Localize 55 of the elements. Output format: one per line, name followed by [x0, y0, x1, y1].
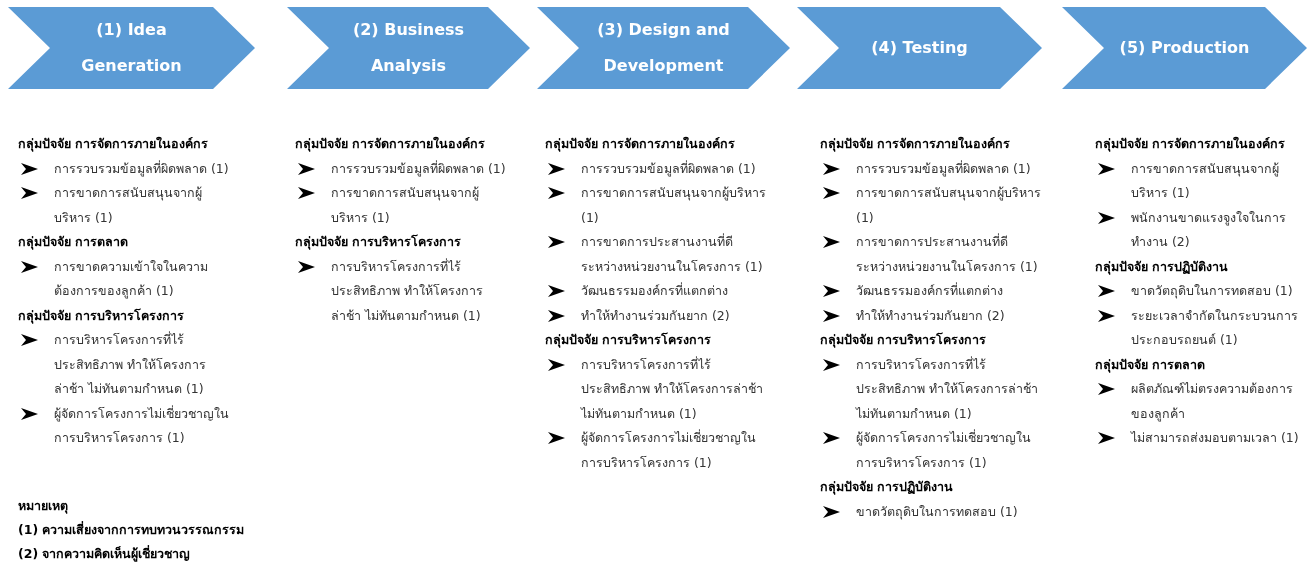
stage-title: (5) Production	[1118, 37, 1251, 59]
risk-factor-item: ผู้จัดการโครงการไม่เชี่ยวชาญในการบริหารโครงการ (1)	[54, 404, 230, 447]
factor-group-heading: กลุ่มปัจจัย การบริหารโครงการ	[295, 233, 463, 252]
stage-title: (1) Idea Generation	[80, 19, 183, 77]
risk-factor-item: วัฒนธรรมองค์กรที่แตกต่าง	[581, 281, 729, 300]
risk-factor-item: การขาดการประสานงานที่ดีระหว่างหน่วยงานในโครงการ (1)	[856, 232, 1039, 276]
risk-factor-item: การบริหารโครงการที่ไร้ประสิทธิภาพ ทำให้โครงการล่าช้า ไม่ทันตามกำหนด (1)	[54, 330, 207, 398]
risk-factor-item: การรวบรวมข้อมูลที่ผิดพลาด (1)	[331, 159, 507, 179]
factor-group-heading: กลุ่มปัจจัย การจัดการภายในองค์กร	[545, 135, 737, 154]
risk-factor-item: การรวบรวมข้อมูลที่ผิดพลาด (1)	[581, 159, 757, 179]
risk-factor-item: ทำให้ทำงานร่วมกันยาก (2)	[856, 306, 1006, 325]
risk-factor-item: การบริหารโครงการที่ไร้ประสิทธิภาพ ทำให้โครงการล่าช้า ไม่ทันตามกำหนด (1)	[331, 257, 484, 325]
risk-factor-item: ขาดวัตถุดิบในการทดสอบ (1)	[1131, 282, 1294, 301]
stage-title: (3) Design and Development	[596, 19, 731, 77]
factor-group-heading: กลุ่มปัจจัย การจัดการภายในองค์กร	[295, 135, 487, 154]
risk-factor-item: ทำให้ทำงานร่วมกันยาก (2)	[581, 306, 731, 325]
risk-factor-item: ไม่สามารถส่งมอบตามเวลา (1)	[1131, 429, 1300, 447]
note-text: หมายเหตุ	[18, 497, 68, 516]
risk-factor-item: ขาดวัตถุดิบในการทดสอบ (1)	[856, 502, 1019, 522]
risk-factor-item: วัฒนธรรมองค์กรที่แตกต่าง	[856, 281, 1004, 300]
stage-banner	[797, 7, 1042, 89]
factor-group-heading: กลุ่มปัจจัย การจัดการภายในองค์กร	[1095, 135, 1287, 154]
stage-banner	[287, 7, 530, 89]
risk-factor-item: การขาดการสนับสนุนจากผู้บริหาร (1)	[1131, 159, 1280, 202]
factor-group-heading: กลุ่มปัจจัย การบริหารโครงการ	[820, 331, 988, 350]
risk-factor-item: การรวบรวมข้อมูลที่ผิดพลาด (1)	[856, 159, 1032, 179]
risk-factor-item: การรวบรวมข้อมูลที่ผิดพลาด (1)	[54, 159, 230, 179]
stage-title: (4) Testing	[870, 37, 969, 59]
risk-factor-item: ผู้จัดการโครงการไม่เชี่ยวชาญในการบริหารโครงการ (1)	[581, 428, 757, 472]
stage-title: (2) Business Analysis	[351, 19, 466, 77]
risk-factor-item: ระยะเวลาจำกัดในกระบวนการประกอบรถยนต์ (1)	[1131, 306, 1299, 349]
risk-factor-item: การขาดการประสานงานที่ดีระหว่างหน่วยงานในโครงการ (1)	[581, 232, 764, 276]
risk-factor-item: การขาดความเข้าใจในความต้องการของลูกค้า (1)	[54, 257, 209, 301]
factor-group-heading: กลุ่มปัจจัย การตลาด	[18, 233, 130, 252]
factor-group-heading: กลุ่มปัจจัย การปฏิบัติงาน	[820, 478, 955, 497]
risk-factor-item: การขาดการสนับสนุนจากผู้บริหาร (1)	[856, 184, 1042, 227]
risk-factor-item: การบริหารโครงการที่ไร้ประสิทธิภาพ ทำให้โครงการล่าช้า ไม่ทันตามกำหนด (1)	[856, 355, 1039, 423]
stage-banner	[537, 7, 790, 89]
stage-banner	[8, 7, 255, 89]
risk-factor-item: การขาดการสนับสนุนจากผู้บริหาร (1)	[54, 184, 203, 227]
note-text: (1) ความเสี่ยงจากการทบทวนวรรณกรรม	[18, 520, 245, 539]
factor-group-heading: กลุ่มปัจจัย การปฏิบัติงาน	[1095, 257, 1230, 277]
factor-group-heading: กลุ่มปัจจัย การจัดการภายในองค์กร	[820, 135, 1012, 154]
risk-factor-item: การบริหารโครงการที่ไร้ประสิทธิภาพ ทำให้โครงการล่าช้า ไม่ทันตามกำหนด (1)	[581, 355, 764, 423]
risk-factor-item: ผู้จัดการโครงการไม่เชี่ยวชาญในการบริหารโครงการ (1)	[856, 428, 1032, 472]
risk-factor-item: การขาดการสนับสนุนจากผู้บริหาร (1)	[331, 184, 480, 227]
factor-group-heading: กลุ่มปัจจัย การบริหารโครงการ	[18, 306, 186, 326]
factor-group-heading: กลุ่มปัจจัย การบริหารโครงการ	[545, 331, 713, 350]
factor-group-heading: กลุ่มปัจจัย การจัดการภายในองค์กร	[18, 135, 210, 154]
stage-banner	[1062, 7, 1307, 89]
risk-factor-item: การขาดการสนับสนุนจากผู้บริหาร (1)	[581, 184, 767, 227]
factor-group-heading: กลุ่มปัจจัย การตลาด	[1095, 355, 1207, 375]
risk-factor-item: ผลิตภัณฑ์ไม่ตรงความต้องการของลูกค้า	[1131, 380, 1294, 424]
note-text: (2) จากความคิดเห็นผู้เชี่ยวชาญ	[18, 544, 191, 564]
risk-factor-item: พนักงานขาดแรงจูงใจในการทำงาน (2)	[1131, 208, 1287, 251]
